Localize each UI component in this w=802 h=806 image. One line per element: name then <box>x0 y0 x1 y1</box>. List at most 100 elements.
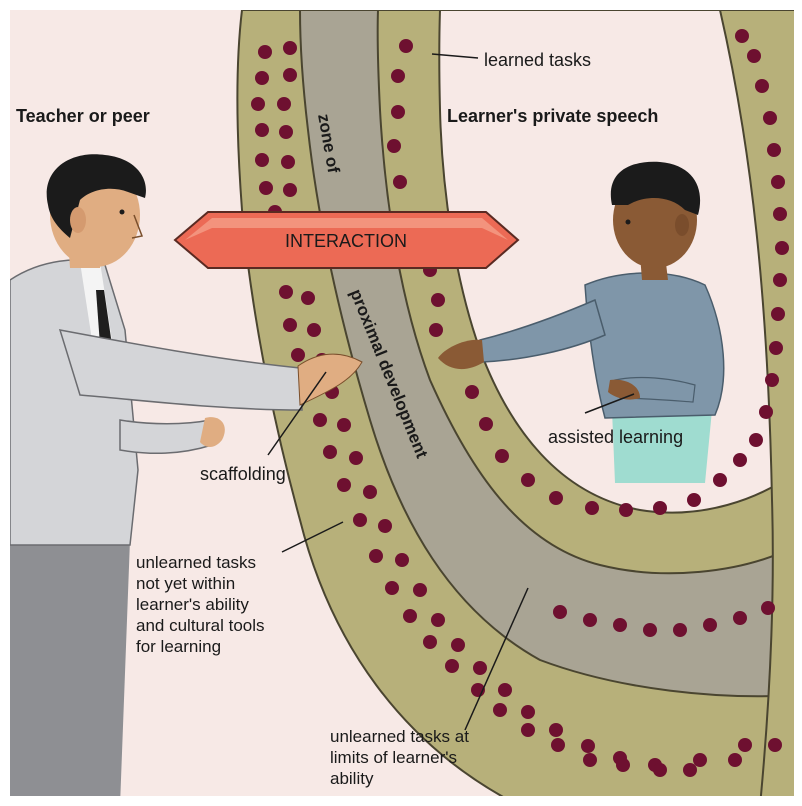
task-dot <box>771 175 785 189</box>
task-dot <box>581 739 595 753</box>
task-dot <box>773 273 787 287</box>
task-dot <box>728 753 742 767</box>
task-dot <box>255 153 269 167</box>
learner-speech-label: Learner's private speech <box>447 106 658 126</box>
task-dot <box>673 623 687 637</box>
task-dot <box>399 39 413 53</box>
task-dot <box>259 181 273 195</box>
task-dot <box>619 503 633 517</box>
task-dot <box>767 143 781 157</box>
task-dot <box>585 501 599 515</box>
task-dot <box>733 611 747 625</box>
unlearned-limits-label: unlearned tasks at limits of learner's a… <box>330 726 469 789</box>
task-dot <box>687 493 701 507</box>
task-dot <box>258 45 272 59</box>
task-dot <box>549 491 563 505</box>
task-dot <box>653 501 667 515</box>
task-dot <box>451 638 465 652</box>
task-dot <box>549 723 563 737</box>
task-dot <box>683 763 697 777</box>
task-dot <box>553 605 567 619</box>
task-dot <box>353 513 367 527</box>
task-dot <box>445 659 459 673</box>
task-dot <box>759 405 773 419</box>
task-dot <box>431 293 445 307</box>
task-dot <box>521 473 535 487</box>
task-dot <box>616 758 630 772</box>
task-dot <box>429 323 443 337</box>
task-dot <box>465 385 479 399</box>
task-dot <box>551 738 565 752</box>
task-dot <box>369 549 383 563</box>
task-dot <box>387 139 401 153</box>
task-dot <box>733 453 747 467</box>
task-dot <box>713 473 727 487</box>
task-dot <box>283 41 297 55</box>
task-dot <box>291 348 305 362</box>
task-dot <box>255 123 269 137</box>
task-dot <box>495 449 509 463</box>
task-dot <box>643 623 657 637</box>
task-dot <box>391 69 405 83</box>
task-dot <box>775 241 789 255</box>
task-dot <box>283 68 297 82</box>
task-dot <box>313 413 327 427</box>
task-dot <box>337 418 351 432</box>
interaction-label: INTERACTION <box>285 231 407 251</box>
task-dot <box>773 207 787 221</box>
task-dot <box>363 485 377 499</box>
task-dot <box>768 738 782 752</box>
task-dot <box>493 703 507 717</box>
task-dot <box>498 683 512 697</box>
task-dot <box>279 125 293 139</box>
task-dot <box>735 29 749 43</box>
task-dot <box>283 183 297 197</box>
task-dot <box>281 155 295 169</box>
task-dot <box>613 618 627 632</box>
task-dot <box>431 613 445 627</box>
task-dot <box>769 341 783 355</box>
task-dot <box>307 323 321 337</box>
task-dot <box>423 635 437 649</box>
task-dot <box>413 583 427 597</box>
task-dot <box>747 49 761 63</box>
learned-tasks-label: learned tasks <box>484 50 591 70</box>
task-dot <box>279 285 293 299</box>
task-dot <box>255 71 269 85</box>
task-dot <box>301 291 315 305</box>
task-dot <box>521 723 535 737</box>
task-dot <box>349 451 363 465</box>
task-dot <box>583 753 597 767</box>
task-dot <box>749 433 763 447</box>
task-dot <box>763 111 777 125</box>
task-dot <box>323 445 337 459</box>
scaffolding-label: scaffolding <box>200 464 286 484</box>
task-dot <box>693 753 707 767</box>
task-dot <box>771 307 785 321</box>
task-dot <box>403 609 417 623</box>
task-dot <box>479 417 493 431</box>
task-dot <box>251 97 265 111</box>
task-dot <box>395 553 409 567</box>
task-dot <box>738 738 752 752</box>
task-dot <box>393 175 407 189</box>
task-dot <box>473 661 487 675</box>
task-dot <box>761 601 775 615</box>
task-dot <box>765 373 779 387</box>
task-dot <box>653 763 667 777</box>
unlearned-tasks-label: unlearned tasks not yet within learner's… <box>136 552 265 657</box>
task-dot <box>385 581 399 595</box>
task-dot <box>391 105 405 119</box>
task-dot <box>337 478 351 492</box>
task-dot <box>378 519 392 533</box>
task-dot <box>755 79 769 93</box>
task-dot <box>703 618 717 632</box>
task-dot <box>583 613 597 627</box>
teacher-label: Teacher or peer <box>16 106 150 126</box>
assisted-learning-label: assisted learning <box>548 427 683 447</box>
task-dot <box>277 97 291 111</box>
task-dot <box>521 705 535 719</box>
task-dot <box>283 318 297 332</box>
